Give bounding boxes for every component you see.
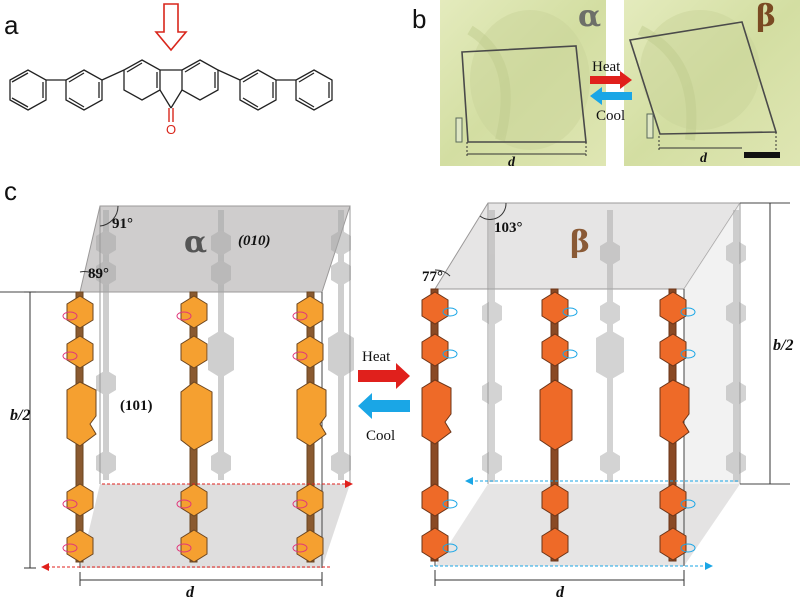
beta-cell-symbol: β	[570, 225, 590, 260]
beta-bottom-plane	[435, 484, 740, 566]
transition-heat-label: Heat	[362, 349, 391, 365]
alpha-top-angle: 91°	[112, 216, 133, 232]
panel-b-label: b	[412, 4, 426, 34]
scale-bar	[744, 152, 780, 158]
alpha-cell	[0, 205, 354, 586]
beta-cell	[421, 202, 790, 586]
micrograph-heat-arrow	[590, 71, 632, 89]
beta-b-half: b/2	[773, 337, 793, 354]
panel-a-label: a	[4, 10, 19, 40]
alpha-plane-top: (010)	[238, 233, 271, 249]
beta-d-label: d	[556, 584, 565, 600]
micrograph-cool-label: Cool	[596, 108, 625, 124]
micrograph-alpha-d-label: d	[508, 155, 516, 170]
beta-back-columns	[482, 210, 746, 482]
alpha-back-columns	[96, 210, 354, 480]
carbonyl-oxygen-label: O	[166, 122, 176, 137]
transition-cool-arrow	[358, 393, 410, 419]
micrograph-heat-label: Heat	[592, 59, 621, 75]
alpha-side-angle: 89°	[88, 266, 109, 282]
micrograph-beta-symbol: β	[756, 0, 776, 34]
beta-front-columns	[421, 288, 690, 562]
beta-rotation-markers	[442, 307, 696, 553]
transition-cool-label: Cool	[366, 428, 395, 444]
micrograph-beta-d-label: d	[700, 151, 708, 166]
alpha-cell-symbol: α	[184, 225, 207, 260]
carbonyl-pointer-arrow	[154, 3, 188, 52]
alpha-plane-side: (101)	[120, 398, 153, 414]
panel-c-label: c	[4, 176, 17, 206]
alpha-front-columns	[66, 291, 327, 563]
alpha-b-half: b/2	[10, 407, 30, 424]
micrograph-cool-arrow	[590, 87, 632, 105]
transition-heat-arrow	[358, 363, 410, 389]
molecule-structure	[9, 59, 333, 111]
alpha-bottom-plane	[80, 484, 350, 568]
beta-top-angle: 103°	[494, 220, 523, 236]
micrograph-alpha	[440, 0, 606, 166]
micrograph-beta	[624, 0, 800, 166]
beta-side-angle: 77°	[422, 269, 443, 285]
alpha-d-label: d	[186, 584, 195, 600]
alpha-rotation-markers	[62, 311, 308, 553]
micrograph-alpha-symbol: α	[578, 0, 601, 34]
